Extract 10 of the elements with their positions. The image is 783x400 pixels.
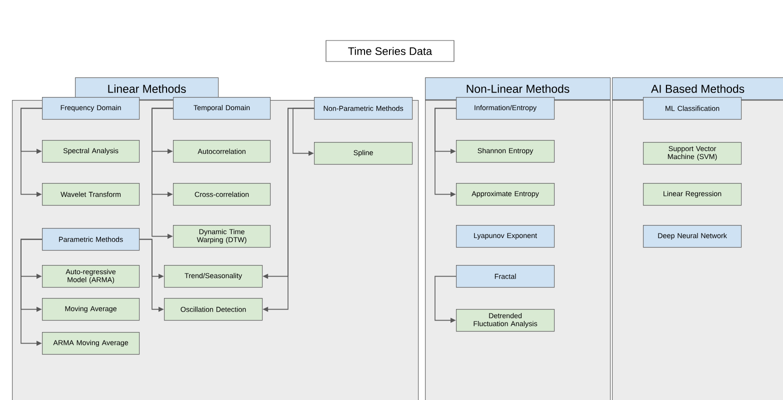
- connector-arrow: [434, 276, 456, 323]
- node-label: Linear Methods: [108, 84, 186, 93]
- connector-arrow: [20, 238, 42, 346]
- connector-arrow: [152, 108, 174, 239]
- node-label: Non-Linear Methods: [466, 84, 570, 93]
- connector-arrow: [20, 108, 42, 197]
- connector-arrow: [292, 108, 314, 156]
- connector-arrow: [434, 108, 456, 197]
- node-label: AI Based Methods: [651, 84, 744, 93]
- title-box: Time Series Data: [326, 40, 454, 62]
